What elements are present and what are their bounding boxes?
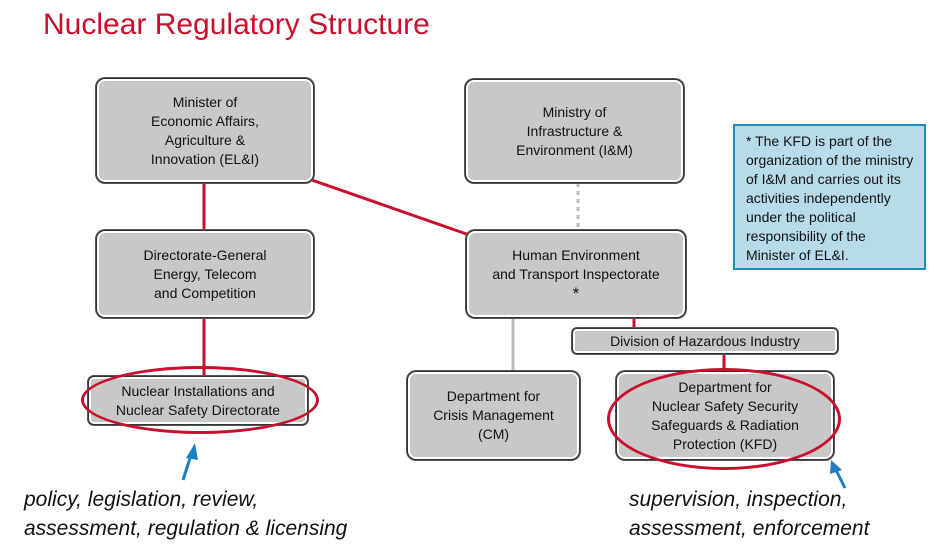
crisis-mgmt-box: Department for Crisis Management (CM)	[407, 371, 580, 460]
division-hazard-label: Division of Hazardous Industry	[610, 332, 800, 349]
arrow-left-head	[186, 443, 198, 460]
division-hazard-box: Division of Hazardous Industry	[572, 328, 838, 354]
ministry-im-box: Ministry of Infrastructure & Environment…	[465, 79, 684, 183]
caption-left: policy, legislation, review, assessment,…	[24, 488, 348, 540]
page-title: Nuclear Regulatory Structure	[43, 8, 430, 41]
dg-energy-label: Directorate-General Energy, Telecom and …	[143, 246, 267, 301]
kfd-footnote: * The KFD is part of the organization of…	[733, 124, 926, 270]
crisis-mgmt-label: Department for Crisis Management (CM)	[433, 388, 554, 442]
caption-right: supervision, inspection, assessment, enf…	[629, 488, 870, 540]
minister-ela-box: Minister of Economic Affairs, Agricultur…	[96, 78, 314, 183]
human-env-label: Human Environment and Transport Inspecto…	[492, 246, 659, 303]
connector-minister-to-inspectorate	[305, 176, 479, 240]
ministry-im-label: Ministry of Infrastructure & Environment…	[516, 103, 633, 158]
minister-ela-label: Minister of Economic Affairs, Agricultur…	[150, 93, 260, 167]
asterisk-marker: *	[572, 283, 580, 303]
dg-energy-box: Directorate-General Energy, Telecom and …	[96, 230, 314, 318]
highlight-ellipse-right	[607, 368, 841, 470]
human-env-text: Human Environment and Transport Inspecto…	[492, 246, 660, 282]
human-env-box: Human Environment and Transport Inspecto…	[466, 230, 686, 318]
highlight-ellipse-left	[81, 366, 319, 434]
arrow-right-shaft	[834, 469, 847, 489]
arrow-right-head	[830, 460, 842, 474]
